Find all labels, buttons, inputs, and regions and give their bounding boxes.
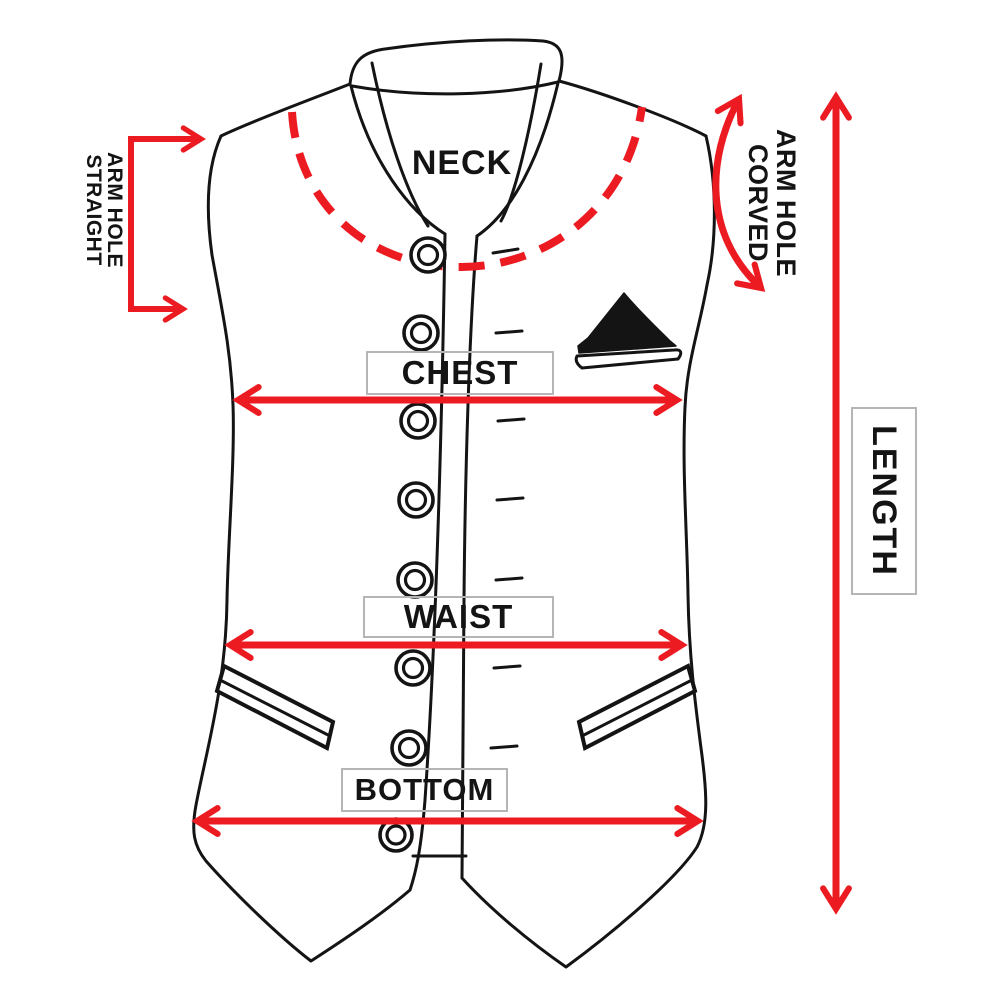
buttonhole-marks (489, 247, 526, 750)
armhole-straight-line1: ARM HOLE (103, 152, 126, 268)
right-shoulder-line (557, 79, 708, 138)
armhole-straight-bracket (128, 125, 206, 323)
bottom-label-text: BOTTOM (354, 772, 495, 807)
left-front-edge (192, 134, 412, 963)
bottom-label: BOTTOM (341, 768, 508, 812)
length-label-text: LENGTH (865, 425, 904, 577)
button (394, 649, 432, 687)
collar-band (348, 38, 564, 96)
armhole-curved-label: ARM HOLE CORVED (743, 115, 801, 291)
welt-pocket-right (576, 663, 698, 751)
armhole-curved-line1: ARM HOLE (771, 129, 801, 277)
chest-label-text: CHEST (401, 354, 519, 391)
button (396, 561, 434, 599)
length-label: LENGTH (851, 407, 917, 595)
neckline-dashed-guide (288, 106, 646, 272)
left-shoulder-line (219, 82, 352, 138)
welt-pocket-left (214, 663, 336, 751)
waist-label: WAIST (363, 596, 554, 638)
button (397, 481, 435, 519)
armhole-curved-arrow (712, 93, 766, 292)
button (390, 729, 428, 767)
pocket-square (574, 292, 683, 370)
button (409, 236, 447, 274)
button (402, 314, 440, 352)
armhole-straight-label: ARM HOLE STRAIGHT (82, 135, 126, 285)
armhole-curved-line2: CORVED (743, 143, 773, 263)
waist-label-text: WAIST (403, 598, 514, 635)
neckline-curves (349, 61, 560, 238)
button (399, 402, 437, 440)
chest-label: CHEST (366, 351, 554, 395)
right-front-edge (460, 134, 716, 969)
placket-left-line (408, 232, 447, 892)
armhole-straight-line2: STRAIGHT (82, 154, 105, 266)
placket-right-line (460, 234, 479, 880)
buttons-column (378, 236, 447, 853)
neck-label: NECK (411, 144, 513, 182)
